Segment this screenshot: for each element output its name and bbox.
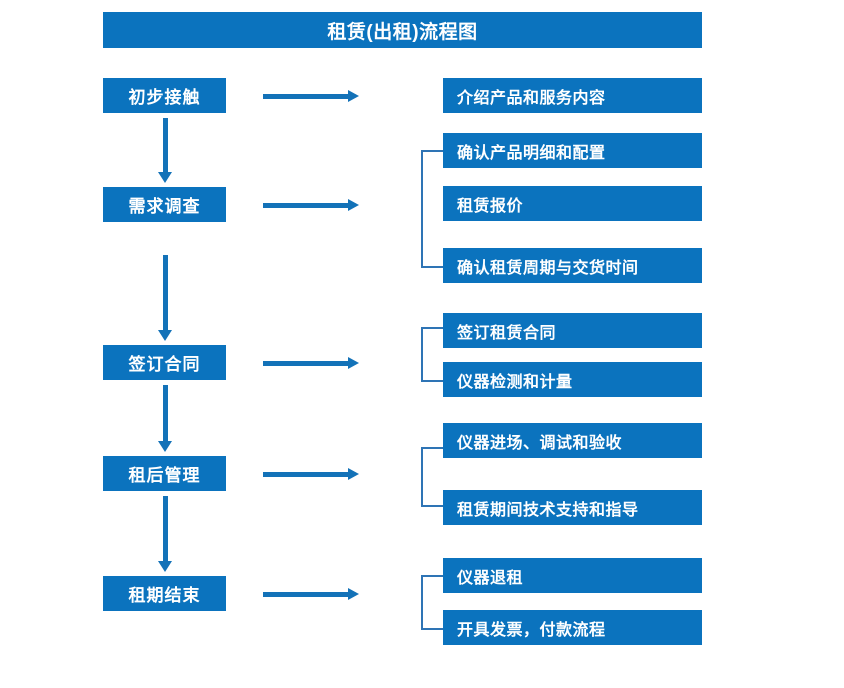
bracket-group-2 [421,150,443,268]
detail-box-7[interactable]: 仪器进场、调试和验收 [443,423,702,458]
detail-box-3[interactable]: 租赁报价 [443,186,702,221]
right-arrow-2 [263,197,359,213]
right-arrow-4 [263,466,359,482]
detail-box-5[interactable]: 签订租赁合同 [443,313,702,348]
down-arrow-2 [158,255,173,341]
stage-box-3[interactable]: 签订合同 [103,345,226,380]
stage-box-2[interactable]: 需求调查 [103,187,226,222]
right-arrow-3 [263,355,359,371]
right-arrow-1 [263,88,359,104]
detail-box-2[interactable]: 确认产品明细和配置 [443,133,702,168]
stage-box-1[interactable]: 初步接触 [103,78,226,113]
detail-box-1[interactable]: 介绍产品和服务内容 [443,78,702,113]
right-arrow-5 [263,586,359,602]
bracket-group-3 [421,327,443,382]
stage-box-4[interactable]: 租后管理 [103,456,226,491]
stage-box-5[interactable]: 租期结束 [103,576,226,611]
detail-box-6[interactable]: 仪器检测和计量 [443,362,702,397]
detail-box-8[interactable]: 租赁期间技术支持和指导 [443,490,702,525]
bracket-group-5 [421,575,443,630]
down-arrow-3 [158,385,173,452]
down-arrow-4 [158,496,173,572]
detail-box-10[interactable]: 开具发票，付款流程 [443,610,702,645]
detail-box-4[interactable]: 确认租赁周期与交货时间 [443,248,702,283]
detail-box-9[interactable]: 仪器退租 [443,558,702,593]
bracket-group-4 [421,447,443,507]
chart-title: 租赁(出租)流程图 [103,12,702,48]
down-arrow-1 [158,118,173,183]
